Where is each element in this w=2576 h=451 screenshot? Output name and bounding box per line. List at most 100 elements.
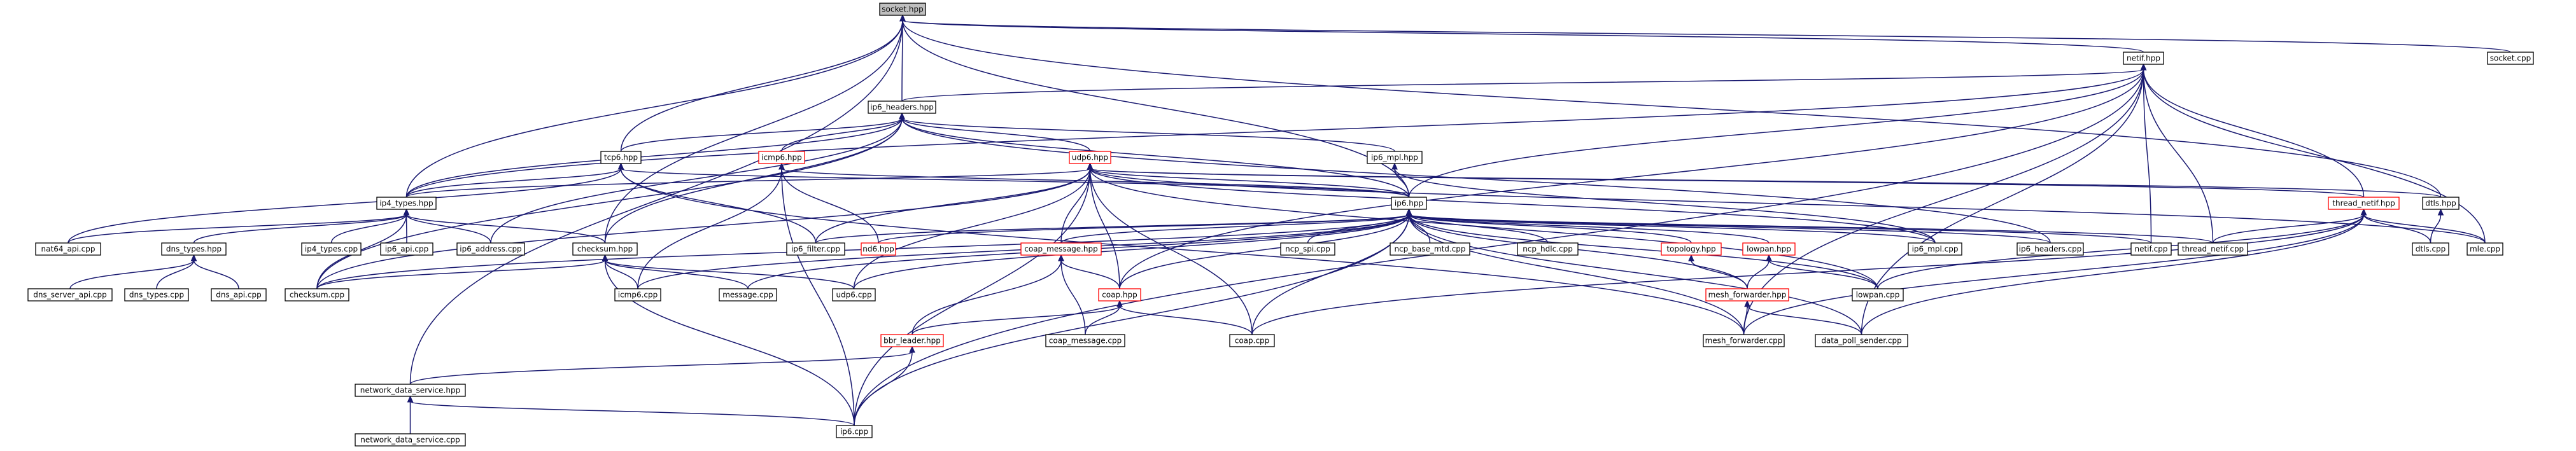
node-socket-cpp[interactable]: socket.cpp — [2487, 52, 2534, 65]
node-checksum-hpp[interactable]: checksum.hpp — [572, 242, 638, 256]
node-label: mesh_forwarder.cpp — [1705, 337, 1783, 345]
node-ncp-base-mtd-cpp[interactable]: ncp_base_mtd.cpp — [1390, 242, 1470, 256]
node-coap-message-hpp[interactable]: coap_message.hpp — [1020, 242, 1102, 256]
node-label: dtls.hpp — [2425, 199, 2456, 208]
node-box — [124, 288, 189, 302]
node-label: ncp_hdlc.cpp — [1523, 245, 1573, 254]
edge-ip4_types_hpp-to-socket_hpp — [405, 20, 903, 198]
node-label: coap.cpp — [1235, 337, 1270, 345]
node-ip6-mpl-hpp[interactable]: ip6_mpl.hpp — [1367, 151, 1423, 164]
edge-mle_cpp-to-udp6_hpp — [1089, 168, 2486, 244]
edge-coap_cpp-to-thread_netif_hpp — [1251, 214, 2365, 335]
node-label: coap_message.hpp — [1024, 245, 1098, 254]
node-coap-message-cpp[interactable]: coap_message.cpp — [1045, 334, 1125, 347]
node-label: ip6_filter.cpp — [791, 245, 840, 254]
node-network-data-service-cpp[interactable]: network_data_service.cpp — [355, 433, 466, 447]
edge-thread_netif_cpp-to-ip6_hpp — [1408, 214, 2214, 244]
edge-icmp6_cpp-to-icmp6_hpp — [637, 168, 782, 289]
edge-mle_cpp-to-thread_netif_hpp — [2363, 214, 2486, 244]
edge-mesh_forwarder_cpp-to-ip6_hpp — [1408, 214, 1745, 335]
node-mesh-forwarder-cpp[interactable]: mesh_forwarder.cpp — [1703, 334, 1785, 347]
node-dns-types-cpp[interactable]: dns_types.cpp — [124, 288, 189, 302]
node-ncp-spi-cpp[interactable]: ncp_spi.cpp — [1280, 242, 1335, 256]
node-nat64-api-cpp[interactable]: nat64_api.cpp — [35, 242, 101, 256]
node-checksum-cpp[interactable]: checksum.cpp — [285, 288, 349, 302]
node-box — [2487, 52, 2534, 65]
node-topology-hpp[interactable]: topology.hpp — [1661, 242, 1722, 256]
node-box — [1815, 334, 1908, 347]
node-ip4-types-hpp[interactable]: ip4_types.hpp — [376, 197, 437, 210]
node-box — [2412, 242, 2449, 256]
node-netif-cpp[interactable]: netif.cpp — [2130, 242, 2172, 256]
node-label: nd6.hpp — [862, 245, 894, 254]
edge-network_data_service_hpp-to-bbr_leader_hpp — [409, 351, 913, 385]
node-icmp6-cpp[interactable]: icmp6.cpp — [614, 288, 661, 302]
node-box — [786, 242, 845, 256]
edge-data_poll_sender_cpp-to-ip6_hpp — [1408, 214, 1862, 335]
node-lowpan-cpp[interactable]: lowpan.cpp — [1852, 288, 1904, 302]
edge-ip6_hpp-to-ip6_headers_hpp — [901, 118, 1410, 198]
node-ip6-headers-hpp[interactable]: ip6_headers.hpp — [868, 101, 936, 114]
edge-arrowhead — [909, 345, 915, 353]
edge-coap_message_cpp-to-coap_message_hpp — [1060, 260, 1086, 335]
node-label: message.cpp — [722, 291, 773, 300]
node-mle-cpp[interactable]: mle.cpp — [2467, 242, 2503, 256]
node-ip6-hpp[interactable]: ip6.hpp — [1391, 197, 1427, 210]
node-dns-server-api-cpp[interactable]: dns_server_api.cpp — [27, 288, 113, 302]
node-ip6-headers-cpp[interactable]: ip6_headers.cpp — [2016, 242, 2084, 256]
node-ip6-cpp[interactable]: ip6.cpp — [836, 425, 873, 438]
node-thread-netif-hpp[interactable]: thread_netif.hpp — [2328, 197, 2400, 210]
node-tcp6-hpp[interactable]: tcp6.hpp — [600, 151, 642, 164]
node-coap-cpp[interactable]: coap.cpp — [1229, 334, 1275, 347]
node-box — [1703, 334, 1785, 347]
node-label: checksum.cpp — [290, 291, 344, 300]
edge-arrowhead — [1087, 162, 1094, 170]
edge-lowpan_hpp-to-ip6_hpp — [1408, 214, 1770, 244]
node-socket-hpp[interactable]: socket.hpp — [879, 3, 926, 16]
node-ip4-types-cpp[interactable]: ip4_types.cpp — [301, 242, 362, 256]
edge-ip6_hpp-to-netif_hpp — [1408, 69, 2144, 198]
node-label: ip6_mpl.cpp — [1912, 245, 1959, 254]
node-ip6-api-cpp[interactable]: ip6_api.cpp — [380, 242, 433, 256]
edge-dtls_cpp-to-thread_netif_hpp — [2363, 214, 2432, 244]
node-udp6-cpp[interactable]: udp6.cpp — [832, 288, 876, 302]
edge-bbr_leader_hpp-to-coap_message_hpp — [911, 260, 1062, 335]
node-icmp6-hpp[interactable]: icmp6.hpp — [758, 151, 805, 164]
node-ip6-address-cpp[interactable]: ip6_address.cpp — [456, 242, 525, 256]
node-dns-api-cpp[interactable]: dns_api.cpp — [211, 288, 267, 302]
node-bbr-leader-hpp[interactable]: bbr_leader.hpp — [880, 334, 944, 347]
node-udp6-hpp[interactable]: udp6.hpp — [1069, 151, 1111, 164]
edge-mesh_forwarder_hpp-to-lowpan_hpp — [1747, 260, 1770, 289]
node-network-data-service-hpp[interactable]: network_data_service.hpp — [355, 384, 466, 397]
edge-dns_server_api_cpp-to-dns_types_hpp — [69, 260, 195, 289]
node-ip6-filter-cpp[interactable]: ip6_filter.cpp — [786, 242, 845, 256]
edge-icmp6_hpp-to-ip6_headers_hpp — [781, 118, 903, 152]
edge-lowpan_cpp-to-ip6_hpp — [1408, 214, 1878, 289]
edge-coap_message_hpp-to-ip6_hpp — [1060, 214, 1410, 244]
node-label: mesh_forwarder.hpp — [1708, 291, 1787, 300]
node-dtls-hpp[interactable]: dtls.hpp — [2422, 197, 2460, 210]
node-message-cpp[interactable]: message.cpp — [719, 288, 777, 302]
edge-ip6_cpp-to-udp6_hpp — [854, 168, 1091, 426]
node-dns-types-hpp[interactable]: dns_types.hpp — [161, 242, 227, 256]
node-thread-netif-cpp[interactable]: thread_netif.cpp — [2178, 242, 2248, 256]
node-mesh-forwarder-hpp[interactable]: mesh_forwarder.hpp — [1705, 288, 1789, 302]
node-box — [2130, 242, 2172, 256]
node-lowpan-hpp[interactable]: lowpan.hpp — [1742, 242, 1796, 256]
edge-udp6_cpp-to-ip6_hpp — [853, 214, 1410, 289]
edge-thread_netif_hpp-to-netif_hpp — [2143, 69, 2365, 198]
node-ip6-mpl-cpp[interactable]: ip6_mpl.cpp — [1908, 242, 1962, 256]
edge-arrowhead — [407, 395, 414, 403]
node-box — [2016, 242, 2084, 256]
node-data-poll-sender-cpp[interactable]: data_poll_sender.cpp — [1815, 334, 1908, 347]
edge-arrowhead — [1744, 300, 1750, 307]
node-netif-hpp[interactable]: netif.hpp — [2123, 52, 2164, 65]
node-ncp-hdlc-cpp[interactable]: ncp_hdlc.cpp — [1517, 242, 1579, 256]
node-box — [861, 242, 896, 256]
node-box — [211, 288, 267, 302]
node-dtls-cpp[interactable]: dtls.cpp — [2412, 242, 2449, 256]
node-nd6-hpp[interactable]: nd6.hpp — [861, 242, 896, 256]
edge-coap_hpp-to-udp6_hpp — [1089, 168, 1120, 289]
edge-coap_cpp-to-coap_hpp — [1119, 305, 1253, 335]
node-coap-hpp[interactable]: coap.hpp — [1098, 288, 1141, 302]
